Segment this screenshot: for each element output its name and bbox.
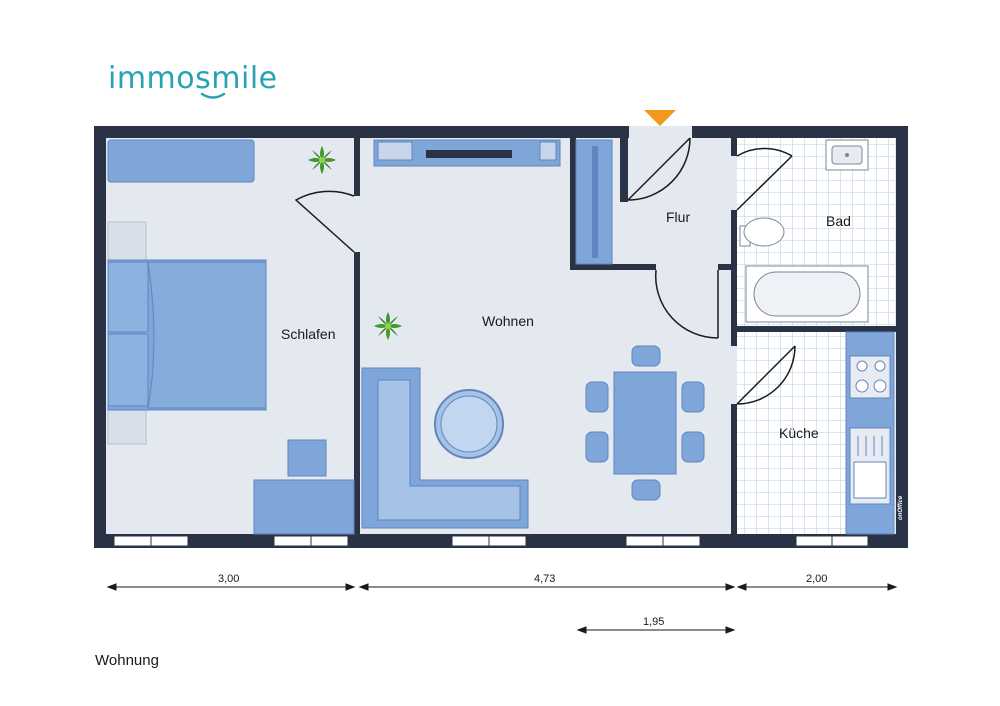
plan-caption: Wohnung: [95, 652, 159, 669]
room-label-flur: Flur: [666, 209, 690, 225]
kueche-fixtures: onOffice: [845, 331, 904, 535]
bathtub-icon: [745, 265, 869, 323]
room-label-bad: Bad: [826, 213, 851, 229]
plant-icon: [374, 312, 402, 340]
dimension-label: 4,73: [534, 573, 555, 585]
plant-icon: [308, 146, 336, 174]
dimension-label: 1,95: [643, 616, 664, 628]
watermark-text: onOffice: [898, 495, 904, 520]
doors: [294, 137, 796, 405]
room-label-schlafen: Schlafen: [281, 326, 335, 342]
room-label-kueche: Küche: [779, 425, 819, 441]
dimension-label: 3,00: [218, 573, 239, 585]
toilet-icon: [739, 217, 785, 247]
outer-walls: [94, 126, 908, 548]
brand-logo: immosmile: [108, 61, 278, 96]
windows: [113, 535, 869, 547]
wohnen-furniture: [361, 139, 705, 529]
schlafen-furniture: [107, 139, 355, 535]
oven-icon: [849, 427, 891, 505]
sink-icon: [825, 139, 869, 171]
stove-icon: [849, 355, 891, 399]
entrance-arrow-icon: [644, 110, 676, 126]
logo-smile-icon: [200, 92, 226, 99]
bad-fixtures: [739, 139, 869, 323]
dimension-lines: [106, 583, 898, 634]
interior-walls: [354, 138, 896, 534]
dimension-label: 2,00: [806, 573, 827, 585]
room-label-wohnen: Wohnen: [482, 313, 534, 329]
